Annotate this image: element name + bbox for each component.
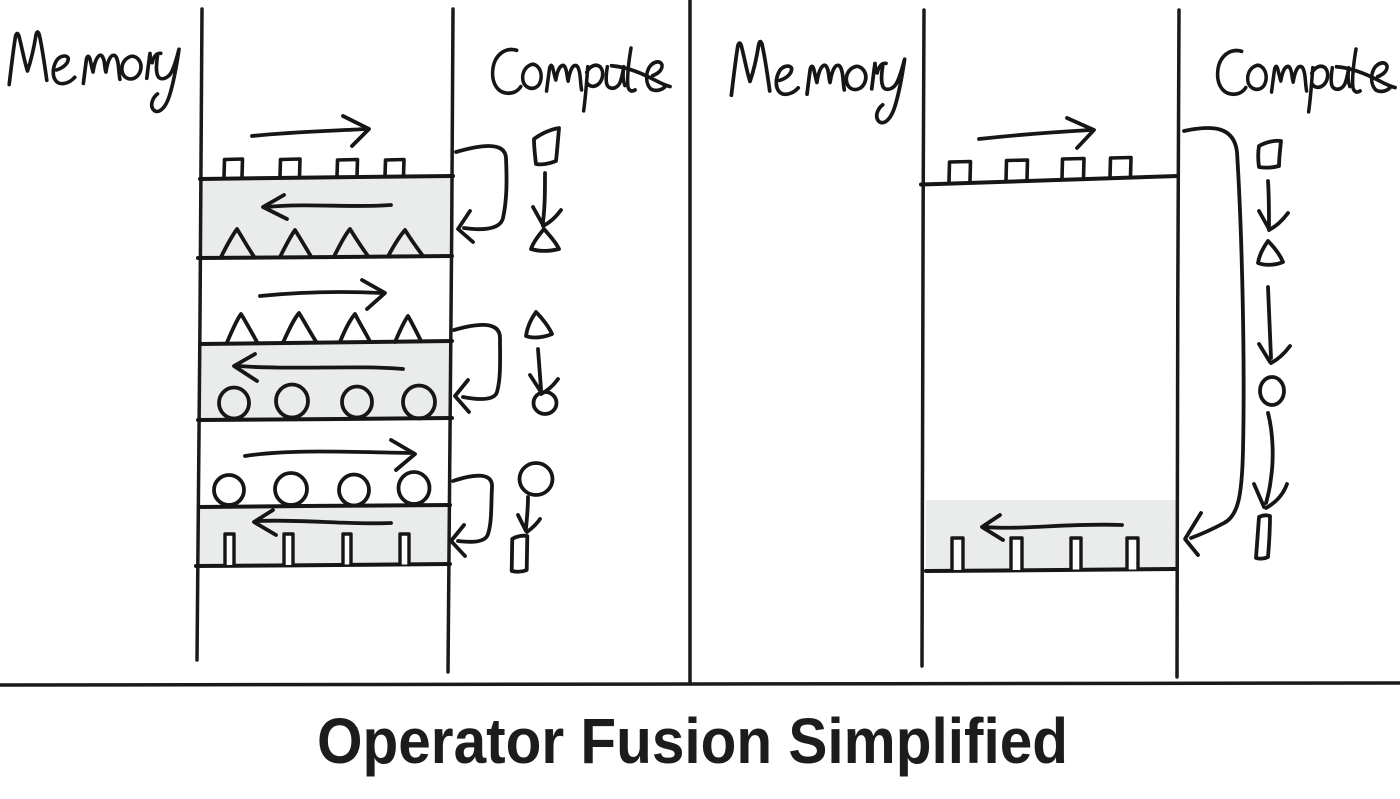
svg-text:Operator Fusion Simplified: Operator Fusion Simplified xyxy=(317,705,1068,777)
